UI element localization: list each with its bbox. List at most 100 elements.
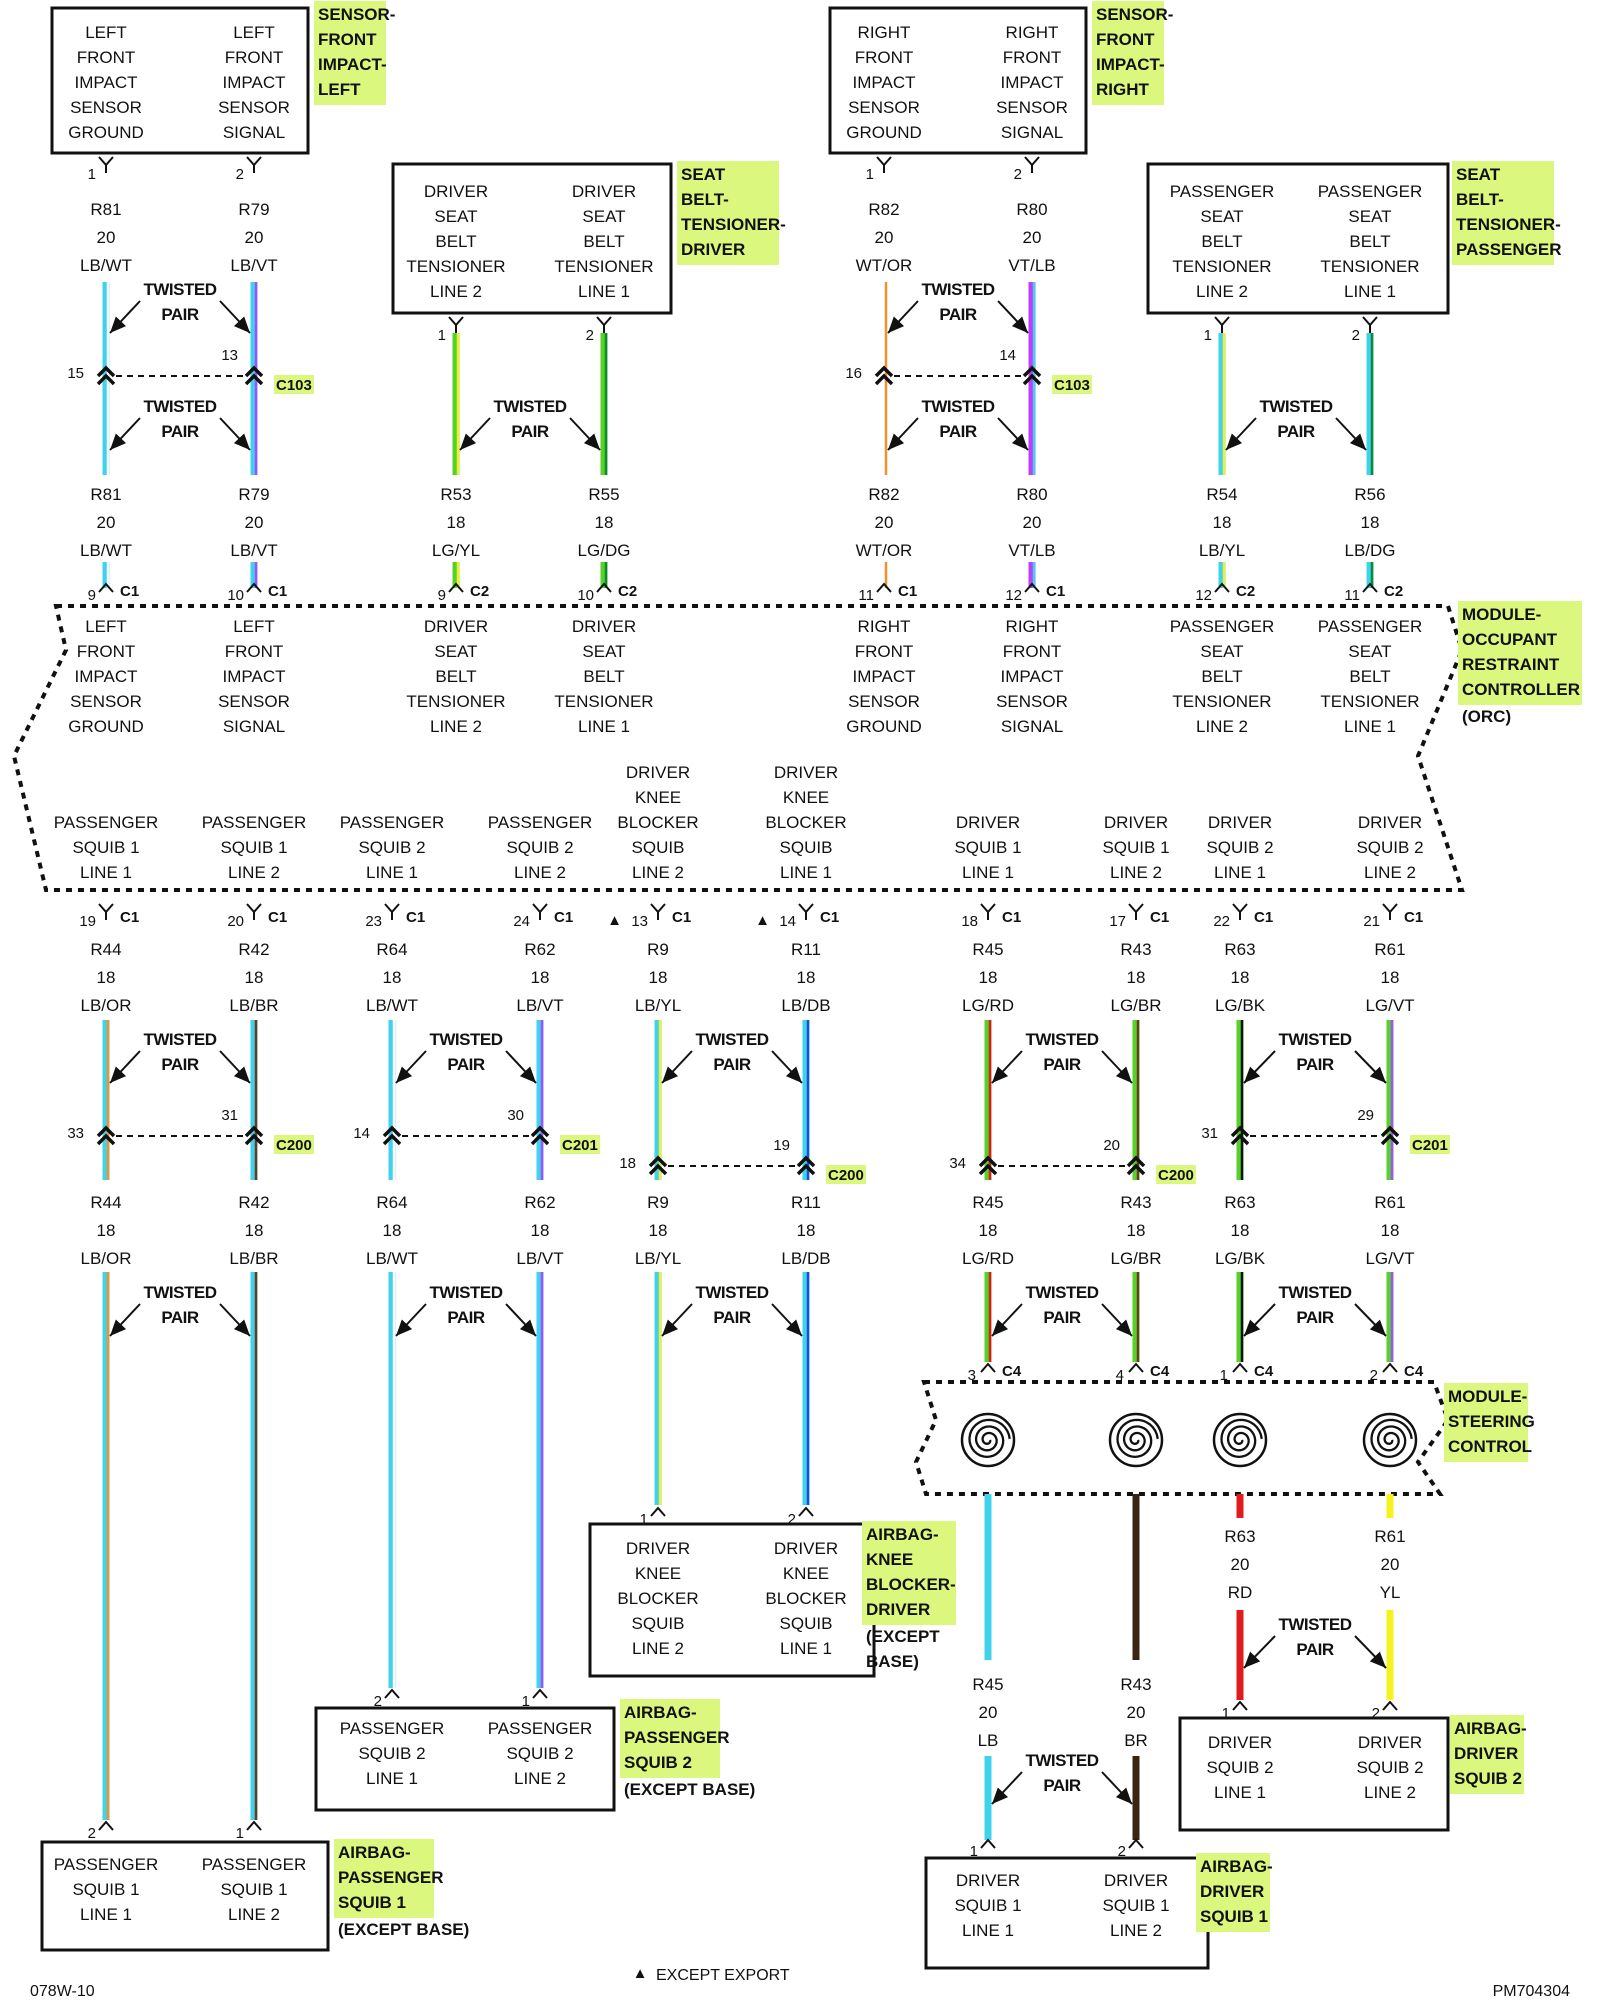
airbag-knee-blocker-driver-outline — [588, 1522, 876, 1678]
airbag-driver-squib-1-pin-a-label: LINE 1 — [962, 1921, 1014, 1940]
wire-R11-upper-color-code: LB/DB — [781, 996, 830, 1015]
seat-belt-tensioner-passenger-pin-a-label: LINE 2 — [1196, 282, 1248, 301]
sensor-front-impact-left-pin-a-label: FRONT — [77, 48, 136, 67]
steering-module-tag-line: CONTROL — [1448, 1437, 1532, 1456]
airbag-pass2-pin-b-pin: 1 — [522, 1693, 530, 1710]
upper-R81-R79-twisted-2-label-1: TWISTED — [144, 397, 217, 416]
orc-bottom-pin-R64-name: C1 — [406, 909, 425, 926]
orc-bottom-pin-R43-symbol — [1128, 903, 1144, 920]
tensioner-R54-R56-twisted-arrow-left-head — [1226, 433, 1243, 450]
sensor-front-impact-right-outline — [828, 6, 1088, 155]
tensioner-R54-R56-twisted-label-2: PAIR — [1277, 422, 1315, 441]
wire-R55-upper — [600, 333, 608, 475]
orc-bottom-pin-label: SQUIB 2 — [1356, 838, 1423, 857]
wire-R45-upper-color-code: LG/RD — [962, 996, 1014, 1015]
orc-bottom-pin-label: SQUIB — [780, 838, 833, 857]
upper-R82-R80-twisted-1-arrow-left-head — [888, 316, 905, 333]
sensor-left-tag-line: SENSOR- — [318, 5, 395, 24]
lower-R9-R11-twisted-2-arrow-left-head — [662, 1319, 679, 1336]
tensioner-passenger-tag-line: BELT- — [1456, 190, 1504, 209]
airbag-driver-squib-2-pin-b-label: DRIVER — [1358, 1733, 1422, 1752]
lower-R64-R62-inline-right — [530, 1125, 550, 1146]
wire-R45-upper-gauge: 18 — [979, 968, 998, 987]
wire-R42-upper-circuit: R42 — [238, 940, 269, 959]
airbag-driver-squib-2-pin-b-label: LINE 2 — [1364, 1783, 1416, 1802]
orc-top-pin-R54-symbol — [1214, 582, 1230, 593]
driver-squib1-twisted-label-2: PAIR — [1043, 1776, 1081, 1795]
seat-belt-tensioner-passenger-outline — [1146, 162, 1450, 315]
upper-R81-R79-pin-num: 1 — [88, 166, 96, 183]
airbag-pass2-pin-a-pin: 2 — [374, 1693, 382, 1710]
lower-R9-R11-inline-right — [796, 1155, 816, 1176]
orc-module-outline — [11, 604, 1465, 892]
sensor-left-tag-line: LEFT — [318, 80, 361, 99]
orc-bottom-pin-label: DRIVER — [1358, 813, 1422, 832]
orc-bottom-pin-label: PASSENGER — [202, 813, 307, 832]
sensor-front-impact-right-pin-a-label: GROUND — [846, 123, 922, 142]
airbag-driver-squib-1-pin-b-label: LINE 2 — [1110, 1921, 1162, 1940]
wire-R61-lower-gauge: 18 — [1381, 1221, 1400, 1240]
orc-top-pin-R81-name: C1 — [120, 583, 139, 600]
upper-R81-R79-pin-num: 2 — [236, 166, 244, 183]
orc-bottom-pin-R43-name: C1 — [1150, 909, 1169, 926]
tensioner-R53-R55-pin-num: 2 — [586, 327, 594, 344]
wire-R53-upper — [452, 333, 460, 475]
upper-R81-R79-twisted-1-arrow-right-head — [233, 316, 250, 333]
wire-R81-bottom-color-code: LB/WT — [80, 541, 132, 560]
orc-top-pin-label: BELT — [583, 667, 624, 686]
lower-R63-R61-twisted-1-label-1: TWISTED — [1279, 1030, 1352, 1049]
lower-R44-R42-twisted-2-arrow-right-head — [233, 1319, 250, 1336]
wire-R44-long — [102, 1272, 110, 1820]
orc-top-pin-label: SENSOR — [70, 692, 142, 711]
orc-bottom-pin-R42-symbol — [246, 903, 262, 920]
wire-R11-lower-gauge: 18 — [797, 1221, 816, 1240]
wire-R79-top-color-code: LB/VT — [230, 256, 277, 275]
upper-R81-R79-twisted-1-label-1: TWISTED — [144, 280, 217, 299]
orc-bottom-pin-R9-symbol — [650, 903, 666, 920]
steering-module-tag-highlight — [1444, 1383, 1528, 1462]
wire-R45-seg1 — [984, 1020, 992, 1180]
orc-top-pin-label: GROUND — [68, 717, 144, 736]
wire-R42-long — [250, 1272, 258, 1820]
seat-belt-tensioner-driver-pin-a-label: TENSIONER — [406, 257, 505, 276]
wire-R82-top-color-code: WT/OR — [856, 256, 913, 275]
wire-R9-upper-color-code: LB/YL — [635, 996, 681, 1015]
sensor-front-impact-left-pin-b-label: SIGNAL — [223, 123, 285, 142]
lower-R63-R61-inline-pin: 29 — [1357, 1107, 1374, 1124]
orc-top-pin-label: RIGHT — [1006, 617, 1059, 636]
orc-top-pin-R82-pin: 11 — [858, 587, 874, 604]
wire-R63-20-color-code: RD — [1228, 1583, 1253, 1602]
lower-R64-R62-twisted-1-label-1: TWISTED — [430, 1030, 503, 1049]
lower-R63-R61-inline-right — [1380, 1125, 1400, 1146]
wire-R80-top-color-code: VT/LB — [1008, 256, 1055, 275]
orc-top-pin-R55-symbol — [596, 582, 612, 593]
lower-R45-R43-inline-left — [978, 1155, 998, 1176]
wire-R44-lower-circuit: R44 — [90, 1193, 121, 1212]
seat-belt-tensioner-driver-pin-a-label: BELT — [435, 232, 476, 251]
wire-R11-upper-circuit: R11 — [791, 940, 821, 959]
airbag-knee-tag-line: AIRBAG- — [866, 1525, 939, 1544]
orc-top-pin-label: IMPACT — [853, 667, 916, 686]
orc-bottom-pin-label: PASSENGER — [488, 813, 593, 832]
airbag-driver-squib-1-pin-b-label: SQUIB 1 — [1102, 1896, 1169, 1915]
lower-R44-R42-twisted-2-label-1: TWISTED — [144, 1283, 217, 1302]
sensor-front-impact-left-pin-b-label: LEFT — [233, 23, 275, 42]
steering-module-tag-line: MODULE- — [1448, 1387, 1527, 1406]
wire-R80-bottom-circuit: R80 — [1016, 485, 1047, 504]
c4-pin-R61-symbol — [1382, 1362, 1398, 1373]
orc-top-pin-label: FRONT — [1003, 642, 1062, 661]
tensioner-R54-R56-twisted-arrow-right-head — [1349, 433, 1366, 450]
wire-R11-seg1 — [802, 1020, 810, 1180]
sensor-front-impact-right-pin-a-label: RIGHT — [858, 23, 911, 42]
wire-R9-upper-gauge: 18 — [649, 968, 668, 987]
upper-R82-R80-twisted-2-arrow-right-head — [1011, 433, 1028, 450]
orc-bottom-pin-label: PASSENGER — [54, 813, 159, 832]
lower-R44-R42-inline-pin: 33 — [67, 1125, 84, 1142]
lower-R45-R43-inline-right — [1126, 1155, 1146, 1176]
wire-R62-upper-circuit: R62 — [524, 940, 555, 959]
driver-squib2-twisted-arrow-left-head — [1244, 1651, 1261, 1668]
orc-top-pin-label: DRIVER — [424, 617, 488, 636]
wire-R64-long — [388, 1272, 396, 1688]
wire-R45-20-gauge: 20 — [979, 1703, 998, 1722]
